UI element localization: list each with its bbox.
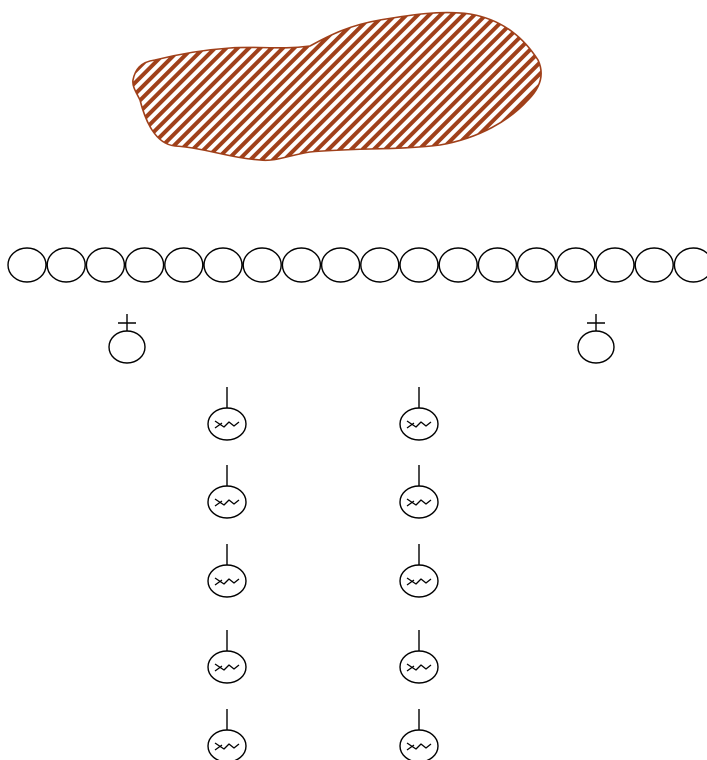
circle-plus-symbol bbox=[577, 314, 615, 364]
chain-circle bbox=[7, 247, 47, 283]
circle-chain bbox=[7, 247, 707, 283]
receptor-symbol bbox=[399, 630, 439, 684]
chain-circle bbox=[164, 247, 204, 283]
chain-circle bbox=[477, 247, 518, 283]
chain-circle bbox=[516, 247, 557, 283]
chain-circle bbox=[556, 247, 596, 283]
chain-circle bbox=[46, 247, 86, 283]
chain-circle bbox=[320, 247, 361, 283]
chain-circle bbox=[360, 247, 400, 283]
plus-symbol-group bbox=[108, 314, 615, 364]
chain-circle bbox=[85, 247, 126, 283]
chain-circle bbox=[673, 247, 707, 283]
receptor-symbol bbox=[399, 387, 439, 441]
hatched-blob bbox=[132, 11, 542, 162]
chain-circle bbox=[281, 247, 322, 283]
chain-circle bbox=[124, 247, 165, 283]
chain-circle bbox=[203, 247, 243, 283]
receptor-symbol bbox=[399, 465, 439, 519]
receptor-symbol bbox=[399, 709, 439, 760]
circle-plus-symbol bbox=[108, 314, 146, 364]
chain-circle bbox=[242, 247, 282, 283]
receptor-grid bbox=[207, 387, 439, 760]
receptor-symbol bbox=[207, 387, 247, 441]
chain-circle bbox=[399, 247, 439, 283]
chain-circle bbox=[438, 247, 478, 283]
chain-circle bbox=[634, 247, 674, 283]
receptor-symbol bbox=[399, 544, 439, 598]
receptor-symbol bbox=[207, 630, 247, 684]
chain-circle bbox=[595, 247, 635, 283]
receptor-symbol bbox=[207, 709, 247, 760]
receptor-symbol bbox=[207, 544, 247, 598]
receptor-symbol bbox=[207, 465, 247, 519]
